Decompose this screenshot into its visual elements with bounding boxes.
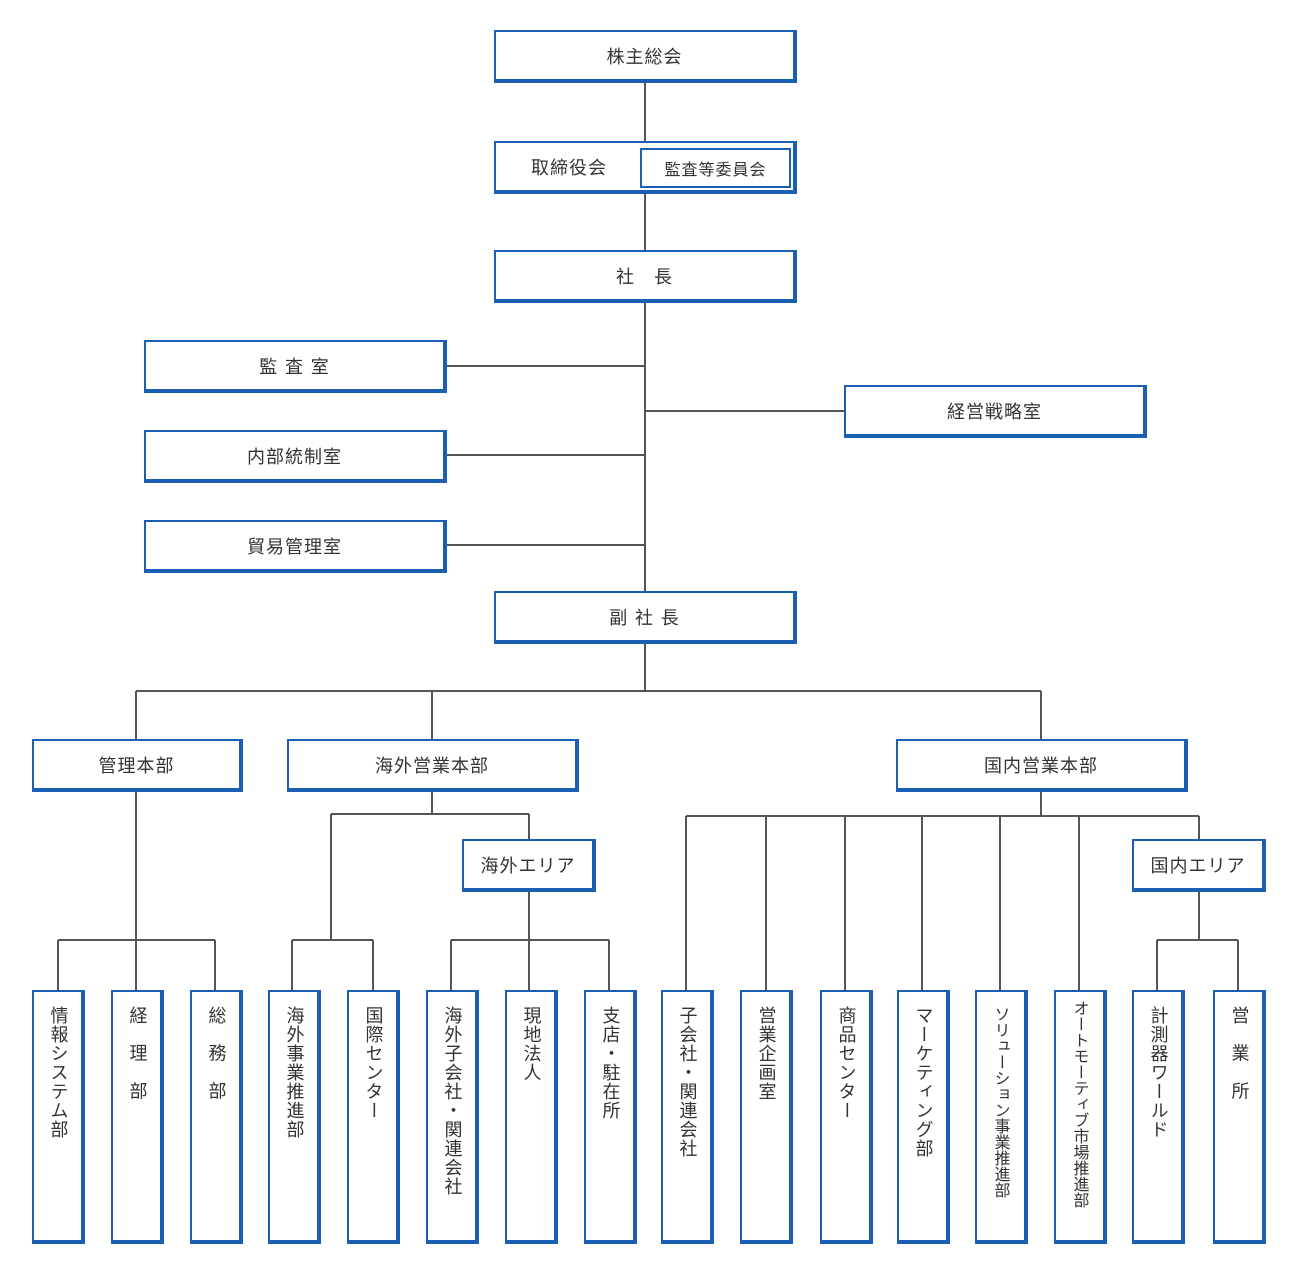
internal-control-label: 内部統制室	[247, 446, 342, 468]
subsidiaries-box: 子会社・関連会社	[661, 990, 714, 1244]
audit-committee-box: 監査等委員会	[640, 148, 791, 188]
domestic-area-label: 国内エリア	[1150, 855, 1246, 877]
audit-committee-label: 監査等委員会	[664, 160, 767, 179]
intl-center-box: 国際センター	[347, 990, 400, 1244]
sales-planning-label: 営業企画室	[755, 1006, 777, 1101]
shareholders-meeting-label: 株主総会	[606, 46, 683, 68]
branches-box: 支店・駐在所	[584, 990, 637, 1244]
measuring-world-label: 計測器ワールド	[1147, 1006, 1169, 1139]
domestic-area-box: 国内エリア	[1132, 839, 1266, 892]
sales-office-label: 営業所	[1228, 1006, 1250, 1120]
solutions-dept-label: ソリューション事業推進部	[991, 1006, 1011, 1198]
board-of-directors-box: 取締役会 監査等委員会	[494, 141, 797, 194]
strategy-office-box: 経営戦略室	[844, 385, 1147, 438]
product-center-box: 商品センター	[820, 990, 873, 1244]
overseas-hq-box: 海外営業本部	[287, 739, 579, 792]
accounting-dept-label: 経理部	[126, 1006, 148, 1120]
board-of-directors-label: 取締役会	[531, 157, 607, 179]
trade-management-label: 貿易管理室	[247, 536, 342, 558]
local-corp-box: 現地法人	[505, 990, 558, 1244]
admin-hq-box: 管理本部	[32, 739, 243, 792]
subsidiaries-label: 子会社・関連会社	[676, 1006, 698, 1158]
internal-control-box: 内部統制室	[144, 430, 447, 483]
automotive-dept-box: オートモーティブ市場推進部	[1054, 990, 1107, 1244]
overseas-area-label: 海外エリア	[480, 855, 576, 877]
sales-planning-box: 営業企画室	[740, 990, 793, 1244]
domestic-hq-box: 国内営業本部	[896, 739, 1188, 792]
overseas-business-dept-box: 海外事業推進部	[268, 990, 321, 1244]
trade-management-box: 貿易管理室	[144, 520, 447, 573]
automotive-dept-label: オートモーティブ市場推進部	[1070, 1000, 1090, 1208]
audit-office-box: 監 査 室	[144, 340, 447, 393]
marketing-dept-label: マーケティング部	[912, 1006, 934, 1158]
domestic-hq-label: 国内営業本部	[984, 755, 1098, 777]
local-corp-label: 現地法人	[520, 1006, 542, 1082]
overseas-subsidiaries-label: 海外子会社・関連会社	[441, 1006, 463, 1196]
info-systems-dept-label: 情報システム部	[47, 1006, 69, 1139]
vice-president-label: 副 社 長	[609, 607, 680, 629]
accounting-dept-box: 経理部	[111, 990, 164, 1244]
admin-hq-label: 管理本部	[98, 755, 175, 777]
overseas-area-box: 海外エリア	[462, 839, 596, 892]
overseas-business-dept-label: 海外事業推進部	[283, 1006, 305, 1139]
measuring-world-box: 計測器ワールド	[1132, 990, 1185, 1244]
branches-label: 支店・駐在所	[599, 1006, 621, 1120]
overseas-subsidiaries-box: 海外子会社・関連会社	[426, 990, 479, 1244]
sales-office-box: 営業所	[1213, 990, 1266, 1244]
intl-center-label: 国際センター	[362, 1006, 384, 1120]
overseas-hq-label: 海外営業本部	[375, 755, 489, 777]
info-systems-dept-box: 情報システム部	[32, 990, 85, 1244]
general-affairs-dept-box: 総務部	[190, 990, 243, 1244]
vice-president-box: 副 社 長	[494, 591, 797, 644]
marketing-dept-box: マーケティング部	[897, 990, 950, 1244]
president-label: 社 長	[616, 266, 673, 288]
general-affairs-dept-label: 総務部	[205, 1006, 227, 1120]
strategy-office-label: 経営戦略室	[947, 401, 1042, 423]
shareholders-meeting-box: 株主総会	[494, 30, 797, 83]
product-center-label: 商品センター	[835, 1006, 857, 1120]
solutions-dept-box: ソリューション事業推進部	[975, 990, 1028, 1244]
president-box: 社 長	[494, 250, 797, 303]
audit-office-label: 監 査 室	[259, 356, 330, 378]
